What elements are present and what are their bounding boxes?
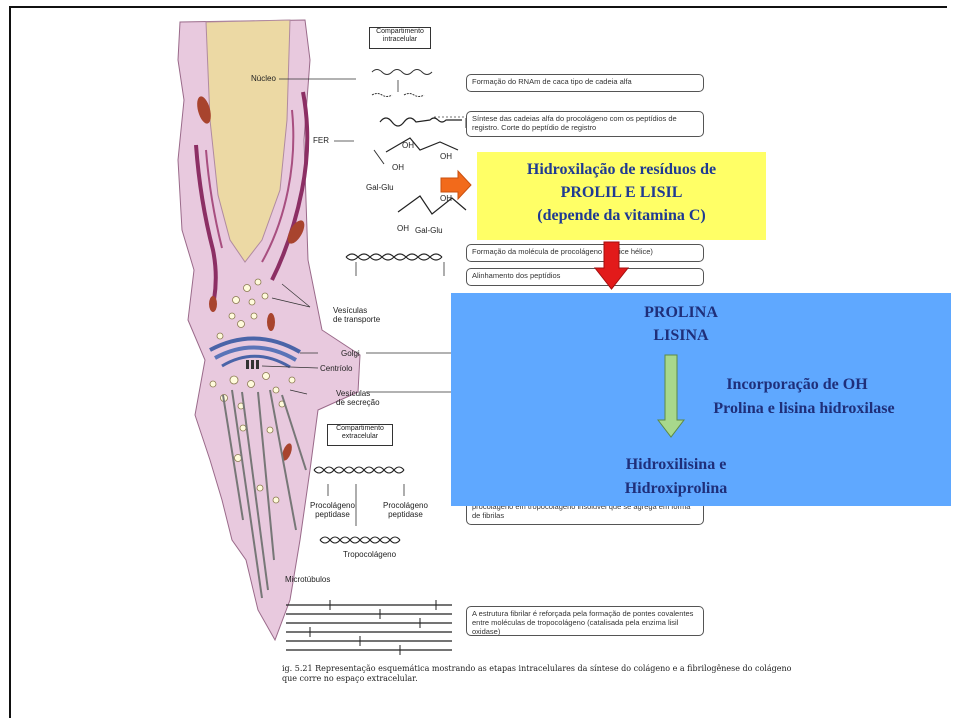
hydroxylase-label: Prolina e lisina hidroxilase [668,399,940,419]
lisina-label: LISINA [621,326,741,346]
procolageno-peptidase-right: Procolágeno peptidase [383,501,428,519]
oh-label: OH [402,141,414,150]
centriolo-label: Centríolo [320,364,352,373]
mitochondrion [209,296,217,312]
oh-label: OH [397,224,409,233]
step-box-6: A estrutura fibrilar é reforçada pela fo… [466,606,704,636]
vesicles-transport-label: Vesículas de transporte [333,306,380,324]
centriole [246,360,259,369]
gal-glu-label: Gal-Glu [366,183,394,192]
hydroxiprolina-label: Hidroxiprolina [606,479,746,499]
oh-label: OH [440,152,452,161]
nucleus-label: Núcleo [251,74,276,83]
incorporation-label: Incorporação de OH [691,375,903,395]
mrna-wave [372,94,424,97]
hydroxylation-line-2: PROLIL E LISIL [477,181,766,204]
fer-label: FER [313,136,329,145]
procollagen-helix-extracellular [314,467,404,473]
fibril-lines [286,605,452,650]
procollagen-chain [398,196,466,214]
vesicles-secretion-label: Vesículas de secreção [336,389,380,407]
step-box-2: Síntese das cadeias alfa do procolágeno … [466,111,704,137]
figure-caption: ig. 5.21 Representação esquemática mostr… [282,664,802,684]
mitochondrion [267,313,275,331]
gal-glu-label: Gal-Glu [415,226,443,235]
hydroxylation-line-1: Hidroxilação de resíduos de [477,158,766,181]
procolageno-peptidase-left: Procolágeno peptidase [310,501,355,519]
prolina-label: PROLINA [621,303,741,323]
hydroxylation-callout: Hidroxilação de resíduos de PROLIL E LIS… [477,152,766,240]
compartment-intracellular-label: Compartimento intracelular [369,27,431,49]
procollagen-chain [386,138,458,152]
triple-helix [346,254,442,260]
tropocolageno-label: Tropocolágeno [343,550,396,559]
oh-label: OH [392,163,404,172]
procollagen-chain [380,118,462,126]
tropocollagen-helix [320,537,400,543]
step-box-3: Formação da molécula de procolágeno (trí… [466,244,704,262]
hydroxylation-line-3: (depende da vitamina C) [477,204,766,227]
step-box-4: Alinhamento dos peptídios [466,268,704,286]
amino-acid-panel: PROLINA LISINA Incorporação de OH Prolin… [451,293,951,506]
arrow [374,150,384,164]
oh-label: OH [440,194,452,203]
fibril-bridges [310,600,436,655]
microtubules-label: Microtúbulos [285,575,330,584]
step-box-1: Formação do RNAm de caca tipo de cadeia … [466,74,704,92]
golgi-label: Golgi [341,349,360,358]
hydroxilisina-label: Hidroxilisina e [606,455,746,475]
mrna-wave [372,70,432,75]
compartment-extracellular-label: Compartimento extracelular [327,424,393,446]
